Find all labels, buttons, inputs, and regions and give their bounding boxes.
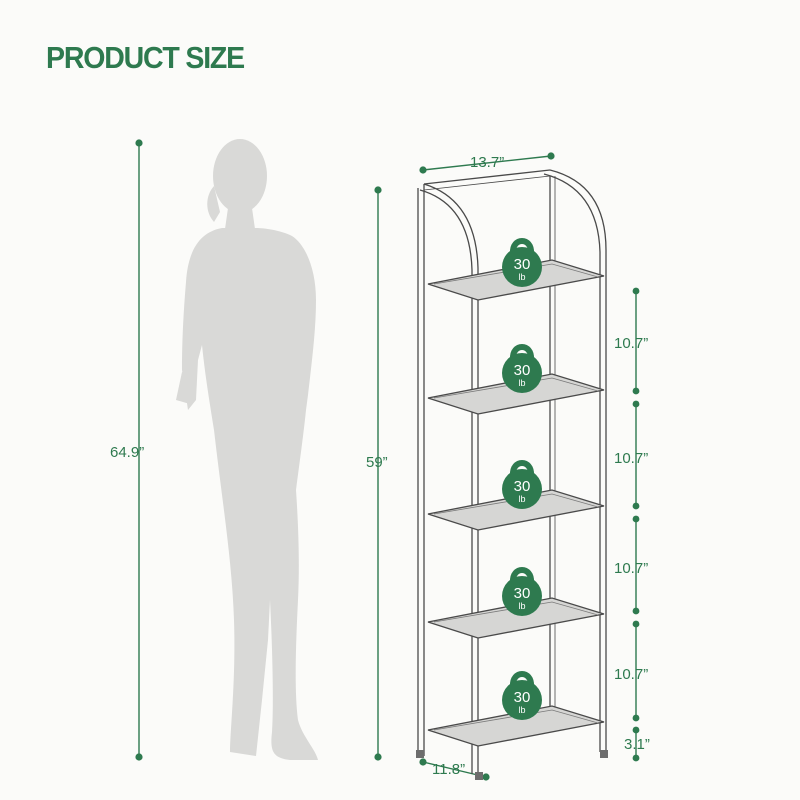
page-title: PRODUCT SIZE bbox=[46, 40, 245, 75]
person-height-label: 64.9” bbox=[110, 444, 144, 461]
weight-value: 30 bbox=[514, 362, 531, 379]
bottom-clearance-label: 3.1” bbox=[624, 736, 650, 753]
shelf-frame bbox=[416, 169, 608, 780]
weight-unit: lb bbox=[518, 705, 525, 715]
weight-unit: lb bbox=[518, 378, 525, 388]
tier-spacing-lines bbox=[632, 287, 640, 762]
weight-unit: lb bbox=[518, 601, 525, 611]
shelf-tier-edge-5 bbox=[433, 709, 599, 731]
dimension-lines bbox=[135, 139, 640, 781]
shelf-height-label: 59” bbox=[366, 454, 388, 471]
tier-spacing-label-2: 10.7” bbox=[614, 450, 648, 467]
width-label: 13.7” bbox=[470, 154, 504, 171]
weight-value: 30 bbox=[514, 256, 531, 273]
weight-value: 30 bbox=[514, 478, 531, 495]
weight-unit: lb bbox=[518, 272, 525, 282]
weight-value: 30 bbox=[514, 689, 531, 706]
person-silhouette-icon bbox=[176, 139, 318, 760]
tier-spacing-label-3: 10.7” bbox=[614, 560, 648, 577]
width-line bbox=[422, 155, 552, 171]
shelf-tier-edge-2 bbox=[433, 377, 599, 399]
tier-spacing-label-1: 10.7” bbox=[614, 335, 648, 352]
shelf-tier-edge-3 bbox=[433, 493, 599, 515]
depth-label: 11.8” bbox=[432, 761, 465, 778]
shelf-tier-edge-4 bbox=[433, 601, 599, 623]
weight-unit: lb bbox=[518, 494, 525, 504]
shelf-tier-edge-1 bbox=[433, 263, 599, 285]
weight-value: 30 bbox=[514, 585, 531, 602]
tier-spacing-label-4: 10.7” bbox=[614, 666, 648, 683]
